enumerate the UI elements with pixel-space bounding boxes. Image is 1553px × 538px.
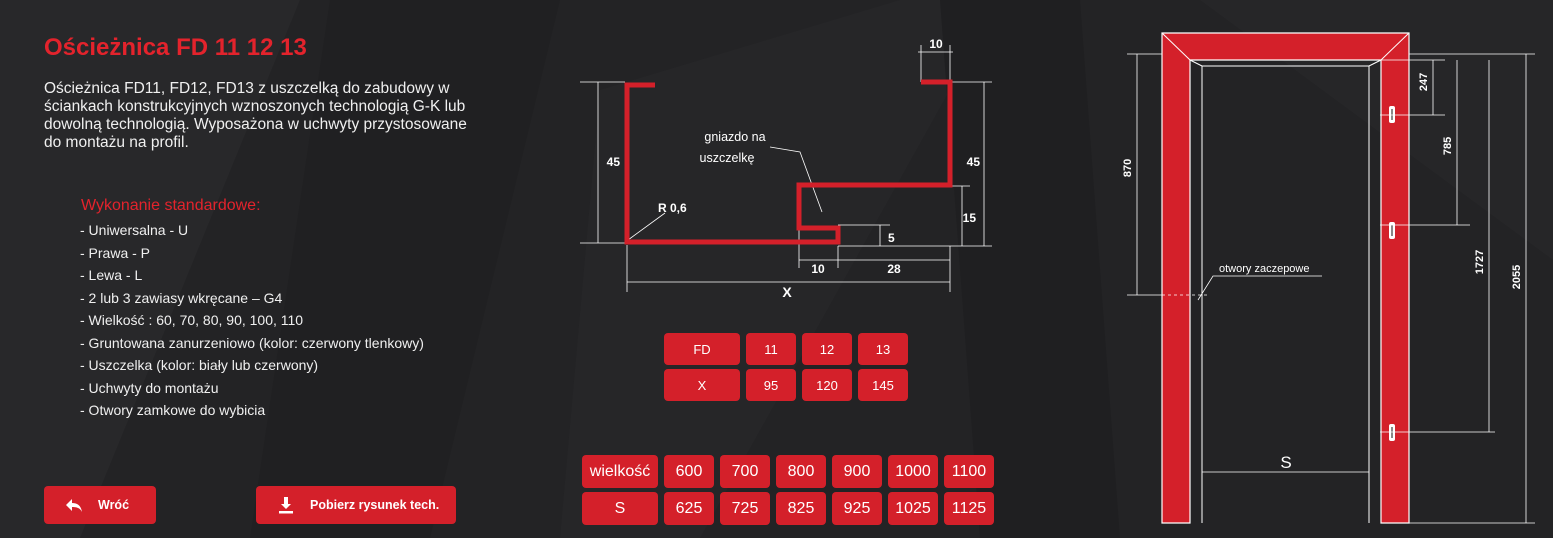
fd-table-cell: 11 bbox=[746, 333, 796, 365]
fd-table-label: FD bbox=[664, 333, 740, 365]
fd-table-cell: 120 bbox=[802, 369, 852, 401]
size-table-cell: 1100 bbox=[944, 455, 994, 488]
dim-870: 870 bbox=[1122, 159, 1134, 177]
page-title: Ościeżnica FD 11 12 13 bbox=[44, 34, 307, 61]
dim-top-10: 10 bbox=[929, 37, 943, 51]
dim-247: 247 bbox=[1418, 73, 1430, 91]
download-button-label: Pobierz rysunek tech. bbox=[310, 498, 440, 512]
list-item: - Gruntowana zanurzeniowo (kolor: czerwo… bbox=[80, 334, 424, 351]
dim-2055: 2055 bbox=[1511, 265, 1523, 289]
fd-table-cell: 145 bbox=[858, 369, 908, 401]
dim-15: 15 bbox=[963, 211, 977, 225]
size-table-cell: 700 bbox=[720, 455, 770, 488]
fd-table-cell: 12 bbox=[802, 333, 852, 365]
back-button-label: Wróć bbox=[98, 498, 130, 512]
dim-s: S bbox=[1280, 453, 1291, 472]
dim-28: 28 bbox=[887, 262, 901, 276]
fd-table-label: X bbox=[664, 369, 740, 401]
list-item: - Lewa - L bbox=[80, 267, 143, 283]
download-drawing-button[interactable]: Pobierz rysunek tech. bbox=[256, 486, 456, 524]
dim-left-height: 45 bbox=[607, 155, 621, 169]
size-table-label: S bbox=[582, 492, 658, 525]
download-icon bbox=[276, 495, 296, 515]
back-button[interactable]: Wróć bbox=[44, 486, 156, 524]
standard-heading: Wykonanie standardowe: bbox=[81, 197, 261, 214]
list-item: - Otwory zamkowe do wybicia bbox=[80, 402, 266, 418]
size-table-label: wielkość bbox=[582, 455, 658, 488]
size-table-cell: 600 bbox=[664, 455, 714, 488]
seal-slot-label: gniazdo na bbox=[704, 130, 765, 144]
list-item: - Prawa - P bbox=[80, 244, 151, 261]
dim-785: 785 bbox=[1442, 137, 1454, 155]
reply-arrow-icon bbox=[64, 495, 84, 515]
dim-5: 5 bbox=[888, 231, 895, 245]
radius-label: R 0,6 bbox=[658, 201, 687, 215]
list-item: - Uchwyty do montażu bbox=[80, 379, 219, 396]
size-table-cell: 1025 bbox=[888, 492, 938, 525]
size-table-cell: 800 bbox=[776, 455, 826, 488]
fd-table-cell: 13 bbox=[858, 333, 908, 365]
product-description: Ościeżnica FD11, FD12, FD13 z uszczelką … bbox=[44, 80, 467, 151]
size-table-cell: 925 bbox=[832, 492, 882, 525]
list-item: - 2 lub 3 zawiasy wkręcane – G4 bbox=[80, 289, 283, 306]
size-table-cell: 625 bbox=[664, 492, 714, 525]
size-table-cell: 725 bbox=[720, 492, 770, 525]
dim-right-height: 45 bbox=[967, 155, 981, 169]
list-item: - Wielkość : 60, 70, 80, 90, 100, 110 bbox=[80, 312, 304, 328]
feature-list: - Uniwersalna - U - Prawa - P - Lewa - L… bbox=[80, 219, 424, 422]
size-table-cell: 900 bbox=[832, 455, 882, 488]
dim-10: 10 bbox=[811, 262, 825, 276]
holes-label: otwory zaczepowe bbox=[1219, 263, 1310, 275]
list-item: - Uszczelka (kolor: biały lub czerwony) bbox=[80, 357, 319, 373]
seal-slot-label: uszczelkę bbox=[700, 151, 755, 165]
fd-table-cell: 95 bbox=[746, 369, 796, 401]
size-table-cell: 1125 bbox=[944, 492, 994, 525]
dim-x: X bbox=[782, 284, 792, 300]
size-table-cell: 825 bbox=[776, 492, 826, 525]
size-table-cell: 1000 bbox=[888, 455, 938, 488]
list-item: - Uniwersalna - U bbox=[80, 222, 189, 238]
dim-1727: 1727 bbox=[1474, 250, 1486, 274]
